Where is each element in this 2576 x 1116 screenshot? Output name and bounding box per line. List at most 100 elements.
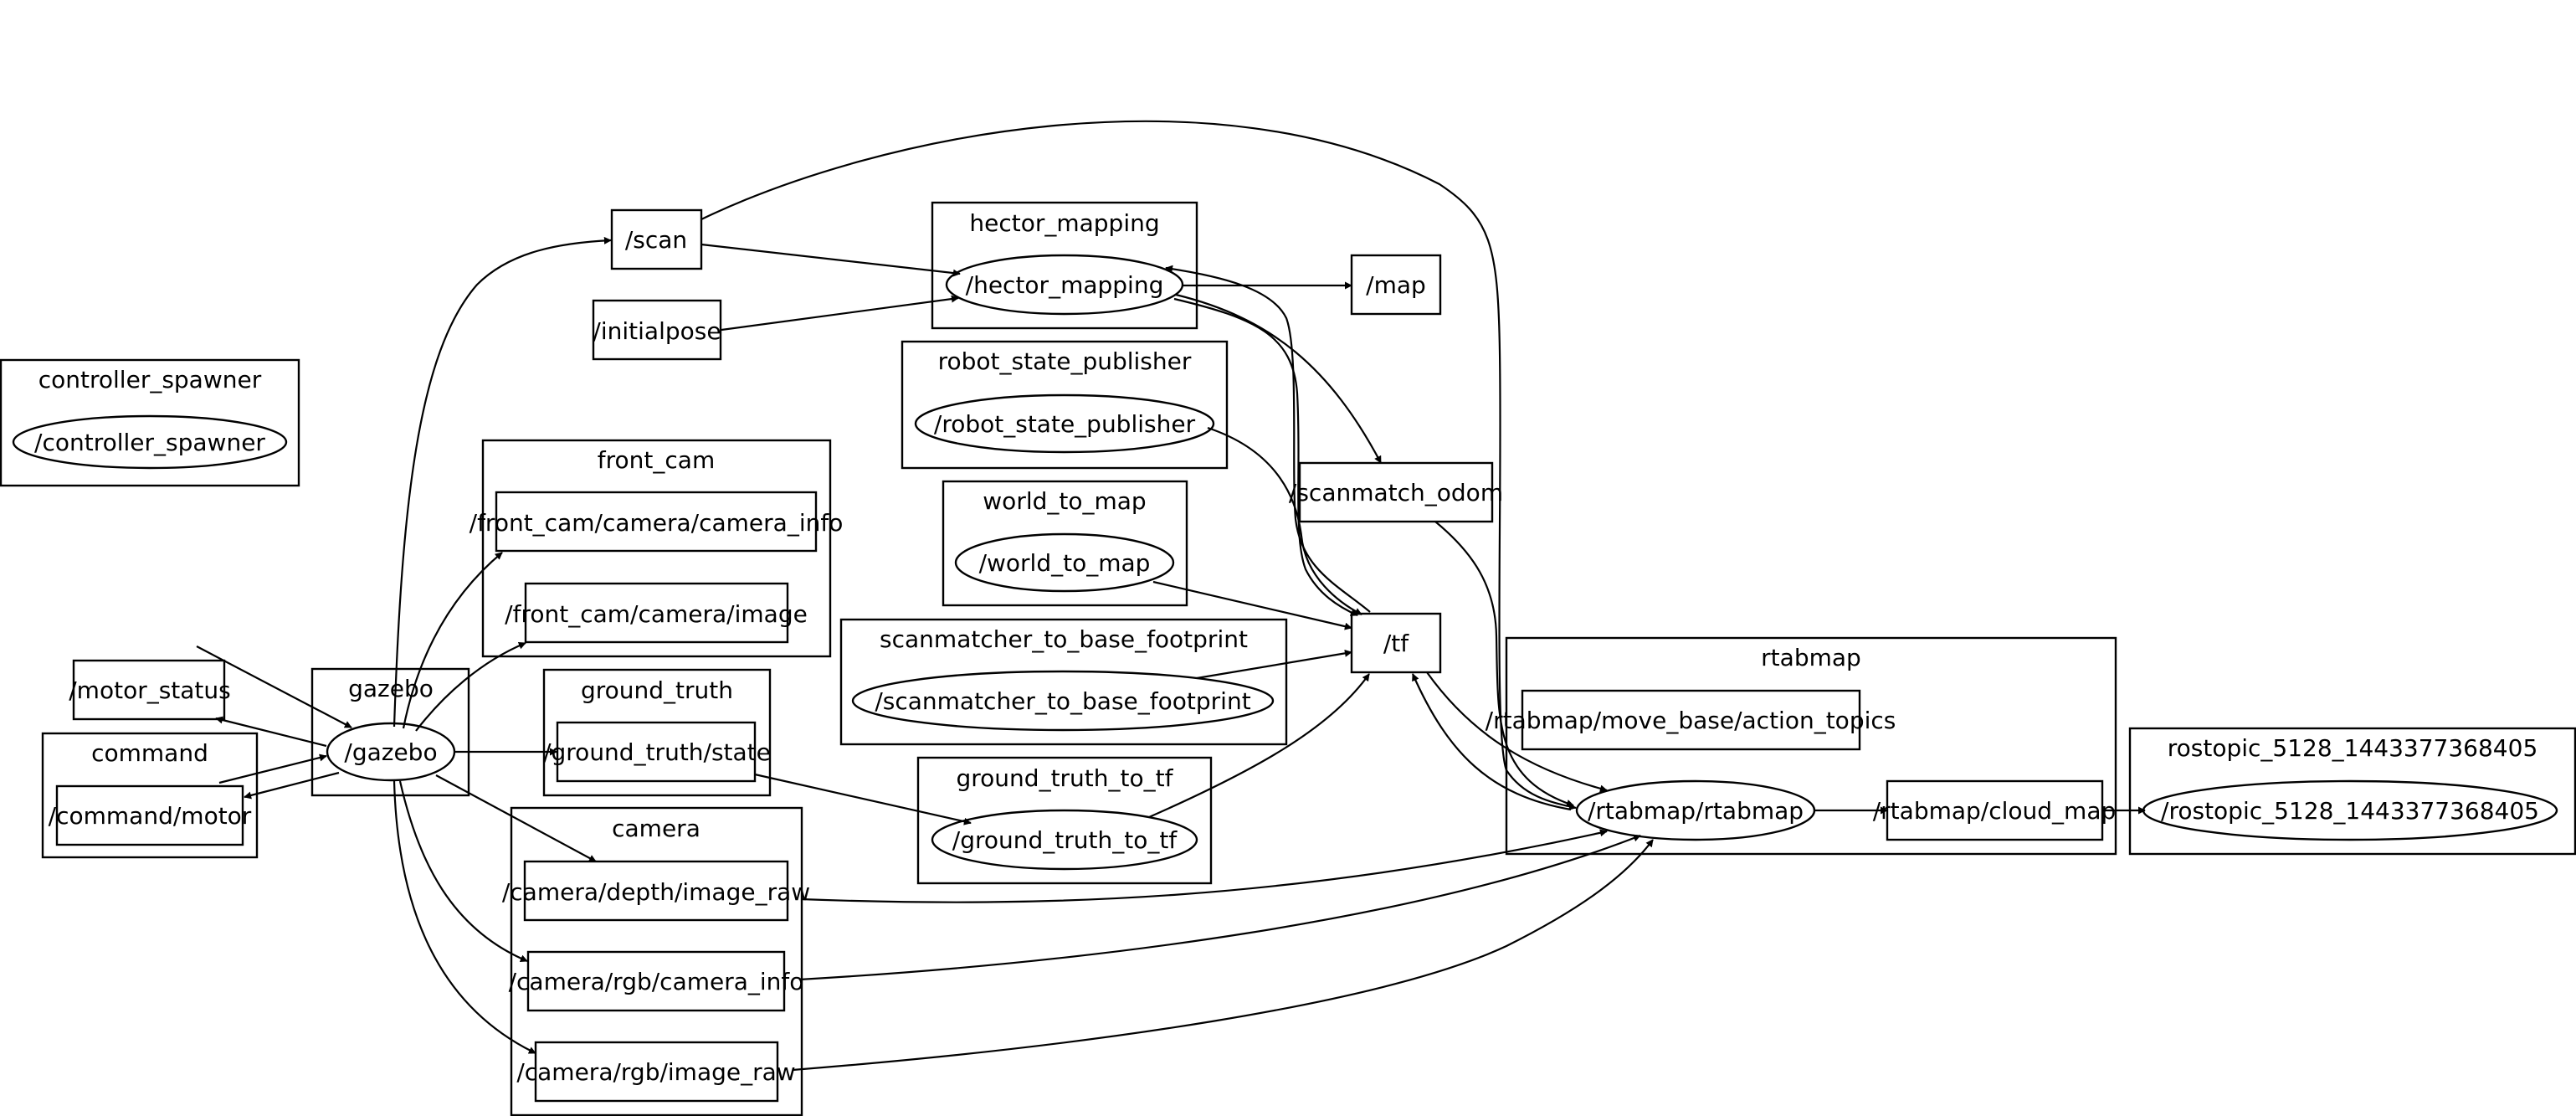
node-controller-spawner[interactable]: /controller_spawner xyxy=(12,414,288,470)
cluster-label: robot_state_publisher xyxy=(938,347,1192,375)
topic-rtabmap-cloud-map[interactable]: /rtabmap/cloud_map xyxy=(1873,779,2117,841)
topic-map[interactable]: /map xyxy=(1350,254,1442,316)
edges xyxy=(196,120,2146,1072)
edge-gazebo-motorstatus xyxy=(215,716,327,748)
topic-label: /camera/depth/image_raw xyxy=(502,878,810,906)
node-label: /robot_state_publisher xyxy=(934,410,1196,438)
node-label: /rtabmap/rtabmap xyxy=(1588,797,1804,825)
cluster-controller-spawner: controller_spawner xyxy=(0,358,300,487)
node-robot-state-publisher[interactable]: /robot_state_publisher xyxy=(914,393,1215,454)
node-label: /gazebo xyxy=(344,738,437,766)
topic-label: /scan xyxy=(625,226,687,254)
node-rostopic[interactable]: /rostopic_5128_1443377368405 xyxy=(2142,779,2558,841)
edge-scanmatcher-tf xyxy=(1196,649,1352,680)
edge-gazebo-scan xyxy=(393,236,612,728)
cluster-label: controller_spawner xyxy=(38,366,262,393)
cluster-label: world_to_map xyxy=(983,487,1146,515)
cluster-hector-mapping: hector_mapping xyxy=(931,201,1198,330)
topic-label: /ground_truth/state xyxy=(543,738,771,766)
topic-scanmatch-odom[interactable]: /scanmatch_odom xyxy=(1289,461,1503,523)
edge-gttf-tf xyxy=(1148,673,1370,819)
edge-initialpose-hector xyxy=(721,295,959,332)
edge-tf-rtabmap xyxy=(1426,671,1608,793)
cluster-label: gazebo xyxy=(348,675,434,702)
node-label: /scanmatcher_to_base_footprint xyxy=(875,687,1250,715)
cluster-command: command xyxy=(41,732,259,859)
edge-gazebo-rgbraw xyxy=(393,780,536,1054)
node-label: /ground_truth_to_tf xyxy=(952,826,1178,854)
cluster-label: ground_truth xyxy=(581,676,733,704)
cluster-ground-truth: ground_truth xyxy=(542,668,772,797)
node-gazebo[interactable]: /gazebo xyxy=(326,722,456,782)
cluster-camera: camera xyxy=(510,806,803,1116)
edge-commandmotor-gazebo xyxy=(218,753,327,784)
topic-label: /rtabmap/move_base/action_topics xyxy=(1486,707,1896,734)
cluster-scanmatcher: scanmatcher_to_base_footprint xyxy=(839,618,1288,746)
edge-scan-hector xyxy=(700,243,961,277)
topic-label: /camera/rgb/image_raw xyxy=(516,1058,795,1086)
topic-camera-rgb-camera-info[interactable]: /camera/rgb/camera_info xyxy=(509,950,804,1012)
edge-depthraw-rtabmap xyxy=(800,829,1608,903)
topic-label: /front_cam/camera/image xyxy=(505,600,808,628)
edge-gazebo-rgbinfo xyxy=(398,780,528,963)
topic-tf[interactable]: /tf xyxy=(1350,612,1442,674)
cluster-label: command xyxy=(91,739,208,767)
topic-ground-truth-state[interactable]: /ground_truth/state xyxy=(543,721,771,783)
edge-rgbinfo-rtabmap xyxy=(798,834,1641,981)
node-label: /rostopic_5128_1443377368405 xyxy=(2161,797,2539,825)
edge-scan-rtabmap xyxy=(700,120,1577,810)
topic-motor-status[interactable]: /motor_status xyxy=(69,659,231,721)
edge-gazebo-commandmotor xyxy=(244,771,340,800)
edge-gazebo-frontcamimage xyxy=(415,641,526,732)
edge-hector-scanmatch xyxy=(1175,293,1382,464)
topic-label: /motor_status xyxy=(69,676,231,704)
cluster-robot-state-publisher: robot_state_publisher xyxy=(901,340,1229,470)
cluster-ground-truth-to-tf: ground_truth_to_tf xyxy=(916,756,1213,885)
topic-scan[interactable]: /scan xyxy=(610,208,703,270)
cluster-rtabmap: rtabmap xyxy=(1505,636,2117,856)
topic-camera-rgb-image-raw[interactable]: /camera/rgb/image_raw xyxy=(516,1041,796,1103)
topic-front-cam-camera-image[interactable]: /front_cam/camera/image xyxy=(505,582,808,644)
edge-gazebo-frontcaminfo xyxy=(402,552,503,729)
cluster-label: rtabmap xyxy=(1761,644,1861,671)
node-label: /world_to_map xyxy=(979,549,1151,577)
node-world-to-map[interactable]: /world_to_map xyxy=(954,532,1175,593)
topic-camera-depth-image-raw[interactable]: /camera/depth/image_raw xyxy=(502,860,810,922)
edge-rtabmap-tf xyxy=(1411,673,1572,811)
cluster-label: rostopic_5128_1443377368405 xyxy=(2168,734,2538,762)
topic-label: /front_cam/camera/camera_info xyxy=(470,509,844,537)
edge-hector-tf xyxy=(1173,297,1358,617)
node-scanmatcher[interactable]: /scanmatcher_to_base_footprint xyxy=(851,670,1275,732)
topic-label: /rtabmap/cloud_map xyxy=(1873,797,2117,825)
cluster-label: ground_truth_to_tf xyxy=(957,764,1174,792)
cluster-front-cam: front_cam xyxy=(481,439,832,658)
cluster-label: camera xyxy=(612,815,700,842)
topic-label: /command/motor xyxy=(49,802,252,830)
edge-tf-hector xyxy=(1165,265,1371,613)
node-ground-truth-to-tf[interactable]: /ground_truth_to_tf xyxy=(931,809,1198,871)
node-label: /controller_spawner xyxy=(34,429,265,456)
topic-rtabmap-action-topics[interactable]: /rtabmap/move_base/action_topics xyxy=(1486,689,1896,751)
topic-label: /map xyxy=(1366,271,1426,299)
cluster-world-to-map: world_to_map xyxy=(942,480,1188,607)
cluster-label: hector_mapping xyxy=(969,209,1159,237)
topic-label: /initialpose xyxy=(593,317,721,345)
cluster-label: scanmatcher_to_base_footprint xyxy=(880,625,1248,653)
topic-command-motor[interactable]: /command/motor xyxy=(49,784,252,846)
topic-front-cam-camera-info[interactable]: /front_cam/camera/camera_info xyxy=(470,491,844,553)
edge-rsp-tf xyxy=(1207,426,1362,615)
topic-label: /camera/rgb/camera_info xyxy=(509,968,804,995)
node-hector-mapping[interactable]: /hector_mapping xyxy=(945,254,1184,316)
edge-world-tf xyxy=(1152,580,1352,630)
edge-rgbraw-rtabmap xyxy=(792,839,1654,1072)
node-rtabmap[interactable]: /rtabmap/rtabmap xyxy=(1575,779,1816,841)
node-label: /hector_mapping xyxy=(966,271,1164,299)
topic-initialpose[interactable]: /initialpose xyxy=(592,299,722,361)
topic-label: /scanmatch_odom xyxy=(1289,479,1503,507)
cluster-label: front_cam xyxy=(598,446,715,474)
cluster-gazebo: gazebo xyxy=(310,667,470,797)
edge-gtstate-gttf xyxy=(754,773,972,825)
edge-scanmatch-rtabmap xyxy=(1434,521,1574,807)
edge-gazebo-depthraw xyxy=(435,774,597,862)
